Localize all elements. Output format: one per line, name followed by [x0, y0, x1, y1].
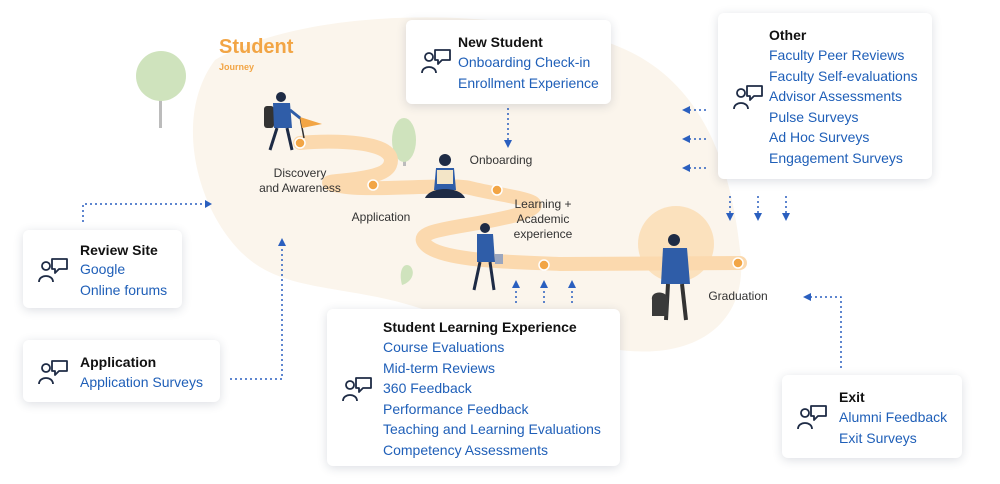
card-item: Engagement Surveys [769, 149, 903, 166]
feedback-chat-icon [342, 377, 372, 402]
card-item: Course Evaluations [383, 339, 505, 355]
stage-dots [294, 137, 744, 271]
stage-label-graduation: Graduation [708, 289, 768, 303]
hiker-figure [264, 92, 322, 151]
card-new-student: New Student Onboarding Check-in Enrollme… [406, 20, 611, 104]
card-item: Teaching and Learning Evaluations [383, 421, 601, 438]
card-exit: Exit Alumni Feedback Exit Surveys [782, 375, 962, 458]
card-title: Review Site [80, 242, 158, 258]
card-student-learning-experience: Student Learning Experience Course Evalu… [327, 309, 620, 466]
card-item: Ad Hoc Surveys [769, 129, 870, 146]
card-item: 360 Feedback [383, 380, 472, 397]
card-item: Alumni Feedback [839, 409, 948, 425]
card-application: Application Application Surveys [23, 340, 220, 402]
card-title: Application [80, 354, 157, 370]
card-other: Other Faculty Peer Reviews Faculty Self-… [718, 13, 932, 179]
feedback-chat-icon [38, 360, 68, 385]
card-item: Pulse Surveys [769, 108, 859, 125]
card-item: Application Surveys [80, 374, 203, 390]
plant [400, 264, 413, 285]
tree-middle [392, 118, 416, 166]
student-with-book-figure [472, 223, 503, 291]
stage-label-onboarding: Onboarding [469, 153, 533, 167]
card-review-site: Review Site Google Online forums [23, 230, 182, 308]
card-item: Mid-term Reviews [383, 359, 496, 376]
card-item: Advisor Assessments [769, 88, 903, 105]
reader-figure [425, 154, 465, 198]
card-items: Google Online forums [80, 259, 167, 300]
card-title: Student Learning Experience [383, 319, 577, 335]
card-item: Faculty Self-evaluations [769, 67, 918, 84]
card-item: Performance Feedback [383, 400, 529, 417]
card-item: Exit Surveys [839, 429, 917, 446]
journey-title: Student [219, 36, 294, 58]
card-items: Course Evaluations Mid-term Reviews 360 … [383, 337, 601, 461]
stage-label-application: Application [351, 210, 411, 224]
card-item: Online forums [80, 281, 168, 298]
tree-left [136, 51, 186, 128]
card-items: Alumni Feedback Exit Surveys [839, 407, 947, 448]
card-title: New Student [458, 34, 543, 50]
card-items: Onboarding Check-in Enrollment Experienc… [458, 52, 599, 93]
card-title: Other [769, 27, 807, 43]
feedback-chat-icon [797, 405, 827, 430]
stage-label-learning: Learning + Academic experience [513, 197, 573, 241]
feedback-chat-icon [733, 85, 763, 110]
connectors [82, 108, 842, 380]
card-item: Google [80, 261, 126, 277]
stage-label-discovery: Discovery and Awareness [259, 166, 341, 195]
card-title: Exit [839, 389, 865, 405]
graduate-figure [651, 234, 690, 321]
feedback-chat-icon [421, 49, 451, 74]
card-item: Onboarding Check-in [458, 54, 591, 70]
journey-path [293, 134, 747, 271]
card-item: Competency Assessments [383, 441, 548, 458]
card-items: Application Surveys [80, 372, 203, 393]
card-item: Faculty Peer Reviews [769, 47, 905, 63]
card-items: Faculty Peer Reviews Faculty Self-evalua… [769, 45, 918, 169]
connector-arrowheads [205, 106, 811, 301]
journey-subtitle: Journey [219, 62, 255, 72]
feedback-chat-icon [38, 258, 68, 283]
card-item: Enrollment Experience [458, 74, 599, 91]
